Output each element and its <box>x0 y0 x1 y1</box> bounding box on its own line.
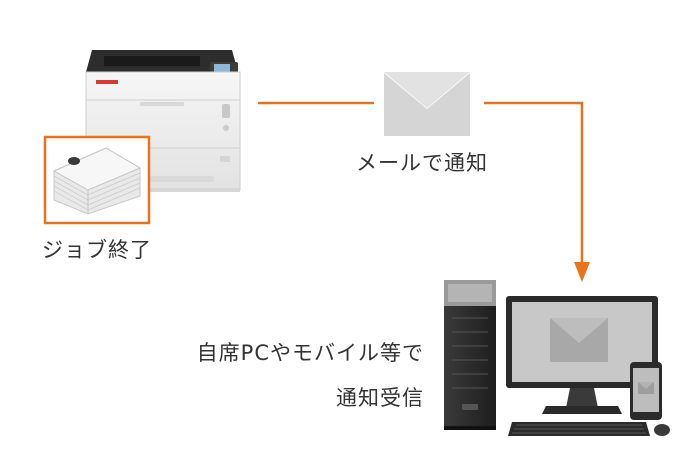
receive-notification-label-line2: 通知受信 <box>336 386 424 410</box>
arrow-head-icon <box>574 262 590 282</box>
smartphone-icon <box>630 362 662 420</box>
printer-icon <box>85 50 241 192</box>
receive-notification-label-line1: 自席PCやモバイル等で <box>196 341 424 365</box>
mouse <box>654 424 670 436</box>
notification-connector <box>258 101 590 282</box>
paper-stack-icon <box>43 135 151 225</box>
notify-by-mail-label: メールで通知 <box>356 151 488 175</box>
job-done-label: ジョブ終了 <box>42 238 152 262</box>
desktop-computer-icon <box>444 280 670 436</box>
pc-tower <box>444 280 496 430</box>
pc-monitor <box>506 296 658 414</box>
envelope-icon <box>383 71 471 136</box>
keyboard <box>508 422 650 436</box>
